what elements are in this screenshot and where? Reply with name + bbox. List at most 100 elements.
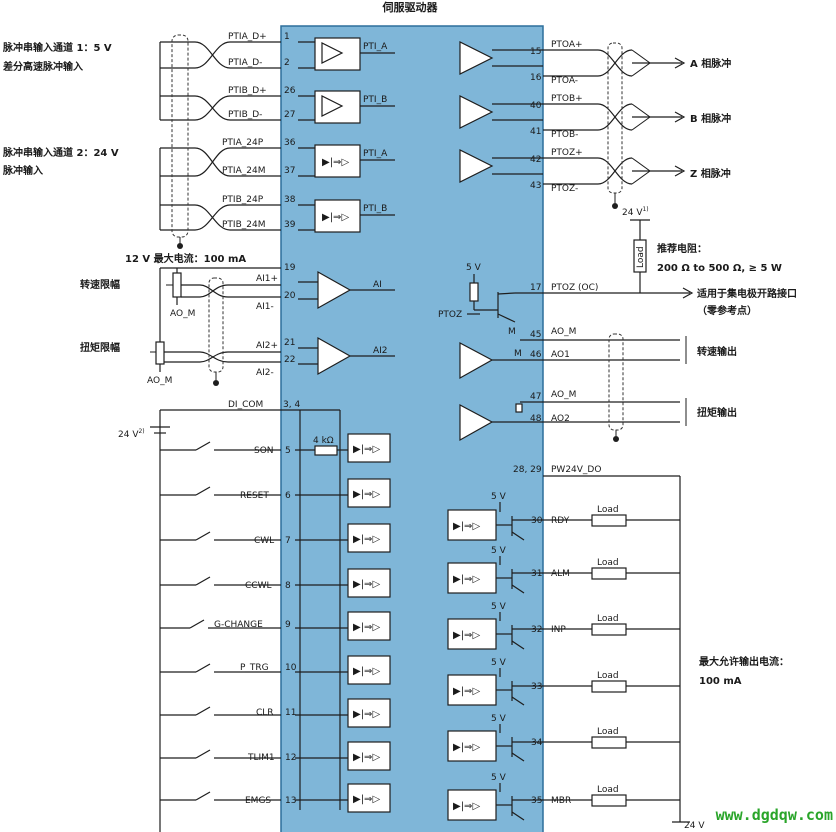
di-row-cwl: CWL 7 ▶|⇒▷ (160, 523, 391, 553)
receiver-pti-b-24v-label: PTI_B (363, 204, 387, 214)
pin-num-12: 12 (285, 753, 296, 763)
svg-text:▶|⇒▷: ▶|⇒▷ (353, 534, 380, 545)
svg-text:▶|⇒▷: ▶|⇒▷ (453, 574, 480, 585)
speed-limit-pot: AO_M (166, 268, 195, 319)
pin-num-35: 35 (531, 796, 542, 806)
pin-num-48: 48 (530, 414, 542, 424)
pin-num-22: 22 (284, 355, 295, 365)
pin-num-31: 31 (531, 569, 542, 579)
pin-num-38: 38 (284, 195, 296, 205)
supply-12v-label: 12 V 最大电流：100 mA (125, 252, 246, 265)
pin-ptoz-minus: PTOZ- (551, 184, 578, 194)
pin-ptoz-plus: PTOZ+ (551, 148, 583, 158)
pin-ao-m-45: AO_M (551, 327, 576, 337)
pin-ptia-d-plus: PTIA_D+ (228, 32, 267, 42)
pin-ptoa-plus: PTOA+ (551, 40, 583, 50)
svg-text:▶|⇒▷: ▶|⇒▷ (353, 709, 380, 720)
pulse-output-drivers (459, 41, 543, 183)
pin-ptia-24m: PTIA_24M (222, 166, 265, 176)
recommended-res-title: 推荐电阻： (657, 242, 707, 255)
pulse-input-pins: PTIA_D+ 1 PTIA_D- 2 PTIB_D+ 26 PTIB_D- 2… (222, 32, 296, 230)
pin-cwl: CWL (254, 536, 274, 546)
svg-text:▶|⇒▷: ▶|⇒▷ (353, 622, 380, 633)
watermark: www.dgdqw.com (716, 806, 833, 824)
pin-ao-m-47: AO_M (551, 390, 576, 400)
svg-text:▶|⇒▷: ▶|⇒▷ (322, 157, 349, 168)
pin-num-9: 9 (285, 620, 291, 630)
pin-emgs: EMGS (245, 796, 271, 806)
svg-text:▶|⇒▷: ▶|⇒▷ (353, 489, 380, 500)
svg-text:▶|⇒▷: ▶|⇒▷ (453, 742, 480, 753)
speed-limit-label: 转速限幅 (80, 278, 120, 291)
pin-ptia-d-minus: PTIA_D- (228, 58, 262, 68)
load-alm: Load (597, 558, 619, 568)
pin-ptib-d-plus: PTIB_D+ (228, 86, 267, 96)
analog-input-pins: AI1+ 19 AI1- 20 AI2+ 21 AI2- 22 (256, 263, 296, 378)
pin-num-30: 30 (531, 516, 543, 526)
pulse-receivers: PTI_A PTI_B ▶|⇒▷ PTI_A ▶|⇒▷ PTI_B (298, 37, 395, 233)
pulse-input-twisted-pairs (171, 34, 281, 249)
pin-num-33: 33 (531, 682, 542, 692)
do-row-inp: ▶|⇒▷ 5 V 32 INP Load (447, 602, 680, 650)
pulse-output-pins: 15 PTOA+ 16 PTOA- 40 PTOB+ 41 PTOB- 42 P… (530, 40, 583, 194)
di-common: DI_COM 3, 4 24 V2) (118, 400, 341, 832)
pin-num-39: 39 (284, 220, 296, 230)
pin-num-34: 34 (531, 738, 543, 748)
svg-text:▶|⇒▷: ▶|⇒▷ (322, 212, 349, 223)
svg-text:▶|⇒▷: ▶|⇒▷ (353, 794, 380, 805)
digital-output-rows: ▶|⇒▷ 5 V 30 RDY Load ▶|⇒▷ 5 V 31 ALM (447, 492, 680, 821)
pin-rdy: RDY (551, 516, 570, 526)
pin-num-5: 5 (285, 446, 291, 456)
receiver-pti-a-24v-label: PTI_A (363, 149, 388, 159)
svg-text:▶|⇒▷: ▶|⇒▷ (353, 666, 380, 677)
pin-num-17: 17 (530, 283, 541, 293)
pin-son: SON (254, 446, 274, 456)
pin-num-6: 6 (285, 491, 291, 501)
pin-ai1-minus: AI1- (256, 302, 274, 312)
svg-text:▶|⇒▷: ▶|⇒▷ (353, 579, 380, 590)
amp-ai1-label: AI (373, 280, 382, 290)
phase-b-label: B 相脉冲 (690, 112, 731, 125)
v24-bottom-label: 24 V (684, 821, 705, 831)
v5-mbr: 5 V (491, 773, 507, 783)
pin-p-trg: P_TRG (240, 663, 269, 673)
v5-inp: 5 V (491, 602, 507, 612)
v5-alm: 5 V (491, 546, 507, 556)
di-row-tlim1: TLIM1 12 ▶|⇒▷ (160, 741, 391, 771)
pin-ptoa-minus: PTOA- (551, 76, 578, 86)
pw24v-rail: 28, 29 PW24V_DO (513, 465, 681, 822)
pin-pw24v-do: PW24V_DO (551, 465, 601, 475)
phase-z-label: Z 相脉冲 (690, 167, 731, 180)
pin-num-1: 1 (284, 32, 290, 42)
do-row-33: ▶|⇒▷ 5 V 33 Load (447, 658, 680, 706)
oc-interface-label: 适用于集电极开路接口 (697, 287, 797, 300)
pin-ai1-plus: AI1+ (256, 274, 278, 284)
pin-num-8: 8 (285, 581, 291, 591)
pin-num-15: 15 (530, 47, 541, 57)
v24-top-label: 24 V1) (622, 206, 649, 218)
do-row-rdy: ▶|⇒▷ 5 V 30 RDY Load (447, 492, 680, 541)
torque-limit-label: 扭矩限幅 (80, 341, 120, 354)
v5-rdy: 5 V (491, 492, 507, 502)
torque-limit-pot: AO_M (147, 341, 172, 386)
m-label-ptoz: M (508, 327, 516, 337)
load-34: Load (597, 727, 619, 737)
pin-ptib-d-minus: PTIB_D- (228, 110, 262, 120)
oc-zero-ref-label: （零参考点） (697, 304, 757, 317)
di-row-emgs: EMGS 13 ▶|⇒▷ (160, 783, 391, 813)
load-33: Load (597, 671, 619, 681)
m-label-ao1: M (514, 349, 522, 359)
pin-num-13: 13 (285, 796, 296, 806)
pin-num-19: 19 (284, 263, 296, 273)
analog-input-wires (164, 277, 281, 386)
pin-ccwl: CCWL (245, 581, 271, 591)
pin-num-21: 21 (284, 338, 295, 348)
pin-num-10: 10 (285, 663, 297, 673)
pin-ptib-24p: PTIB_24P (222, 195, 264, 205)
speed-output-label: 转速输出 (697, 345, 737, 358)
pin-num-45: 45 (530, 330, 541, 340)
load-mbr: Load (597, 785, 619, 795)
max-output-value: 100 mA (699, 676, 742, 687)
pin-mbr: MBR (551, 796, 571, 806)
v5-33: 5 V (491, 658, 507, 668)
